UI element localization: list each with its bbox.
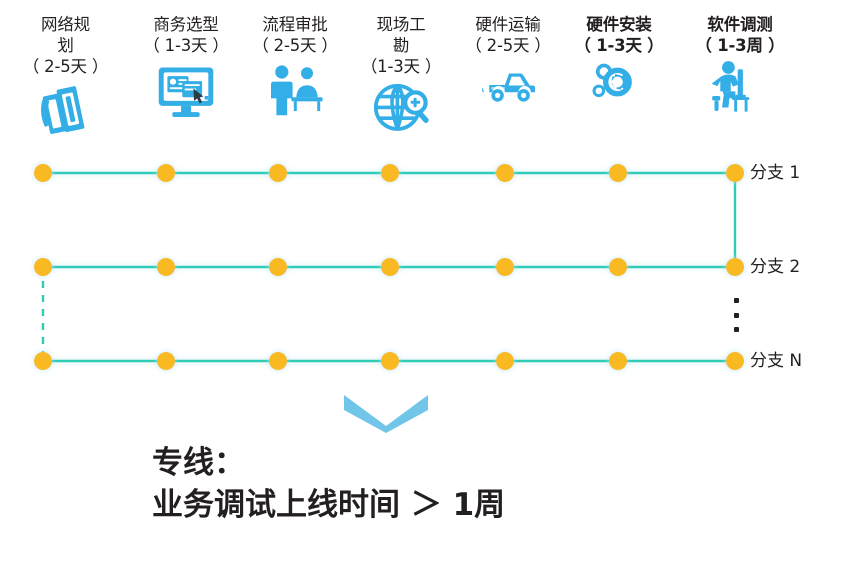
- node-r1-c5[interactable]: [496, 164, 514, 182]
- phase-hardware-transport-title: 硬件运输 （ 2-5天 ）: [465, 15, 551, 55]
- phase-header-row: 网络规 划 （ 2-5天 ） 商务选型 （ 1-3天 ） 流程审批 （ 2-5天 ）…: [0, 14, 842, 154]
- branch-label-n: 分支 N: [750, 351, 803, 371]
- node-r2-c2[interactable]: [157, 258, 175, 276]
- node-rn-c6[interactable]: [609, 352, 627, 370]
- node-r1-c4[interactable]: [381, 164, 399, 182]
- ellipsis-dot: [733, 312, 739, 318]
- node-rn-c3[interactable]: [269, 352, 287, 370]
- node-r2-c1[interactable]: [34, 258, 52, 276]
- phase-business-selection-title: 商务选型 （ 1-3天 ）: [143, 15, 229, 55]
- node-r2-c6[interactable]: [609, 258, 627, 276]
- node-r1-c1[interactable]: [34, 164, 52, 182]
- caption-line-2: 业务调试上线时间 ＞ 1周: [152, 487, 506, 523]
- node-r1-c2[interactable]: [157, 164, 175, 182]
- branch-nodes: [34, 164, 744, 370]
- phase-network-planning[interactable]: 网络规 划 （ 2-5天 ）: [0, 14, 131, 147]
- node-rn-c5[interactable]: [496, 352, 514, 370]
- phase-site-survey-title: 现场工 勘 （1-3天 ）: [360, 15, 442, 76]
- node-rn-c1[interactable]: [34, 352, 52, 370]
- node-r2-c7[interactable]: [726, 258, 744, 276]
- ellipsis-dot: [733, 298, 739, 303]
- branch-label-2: 分支 2: [750, 257, 801, 277]
- node-rn-c4[interactable]: [381, 352, 399, 370]
- vertical-ellipsis-icon: [731, 298, 741, 332]
- node-r1-c7[interactable]: [726, 164, 744, 182]
- two-people-counter-icon: [256, 60, 334, 124]
- branch-diagram-svg: [34, 164, 744, 370]
- summary-caption: 专线： 业务调试上线时间 ＞ 1周: [152, 443, 772, 527]
- phase-software-commissioning-title: 软件调测 （ 1-3周 ）: [695, 15, 785, 55]
- node-r1-c3[interactable]: [269, 164, 287, 182]
- pickup-truck-icon: [468, 60, 548, 116]
- node-r2-c4[interactable]: [381, 258, 399, 276]
- ellipsis-dot: [733, 327, 739, 332]
- phase-hardware-transport[interactable]: 硬件运输 （ 2-5天 ）: [453, 14, 563, 116]
- node-rn-c2[interactable]: [157, 352, 175, 370]
- phase-network-planning-title: 网络规 划 （ 2-5天 ）: [22, 15, 109, 76]
- node-r2-c3[interactable]: [269, 258, 287, 276]
- globe-magnifier-icon: [364, 81, 438, 145]
- caption-line-1: 专线：: [152, 445, 245, 481]
- phase-software-commissioning[interactable]: 软件调测 （ 1-3周 ）: [675, 14, 805, 122]
- person-at-desk-icon: [709, 60, 771, 122]
- phase-process-approval-title: 流程审批 （ 2-5天 ）: [252, 15, 338, 55]
- phase-hardware-installation-title: 硬件安装 （ 1-3天 ）: [574, 15, 664, 55]
- phase-process-approval[interactable]: 流程审批 （ 2-5天 ）: [241, 14, 349, 124]
- branch-diagram: 分支 1 分支 2 分支 N: [0, 150, 842, 390]
- chevron-down-icon: [344, 395, 428, 433]
- desktop-monitor-icon: [151, 60, 221, 126]
- node-r2-c5[interactable]: [496, 258, 514, 276]
- branch-label-1: 分支 1: [750, 163, 801, 183]
- phase-hardware-installation[interactable]: 硬件安装 （ 1-3天 ）: [563, 14, 675, 122]
- node-r1-c6[interactable]: [609, 164, 627, 182]
- gears-icon: [582, 60, 656, 122]
- blueprint-rolls-icon: [30, 81, 102, 147]
- phase-site-survey[interactable]: 现场工 勘 （1-3天 ）: [349, 14, 453, 145]
- phase-business-selection[interactable]: 商务选型 （ 1-3天 ）: [131, 14, 241, 126]
- node-rn-c7[interactable]: [726, 352, 744, 370]
